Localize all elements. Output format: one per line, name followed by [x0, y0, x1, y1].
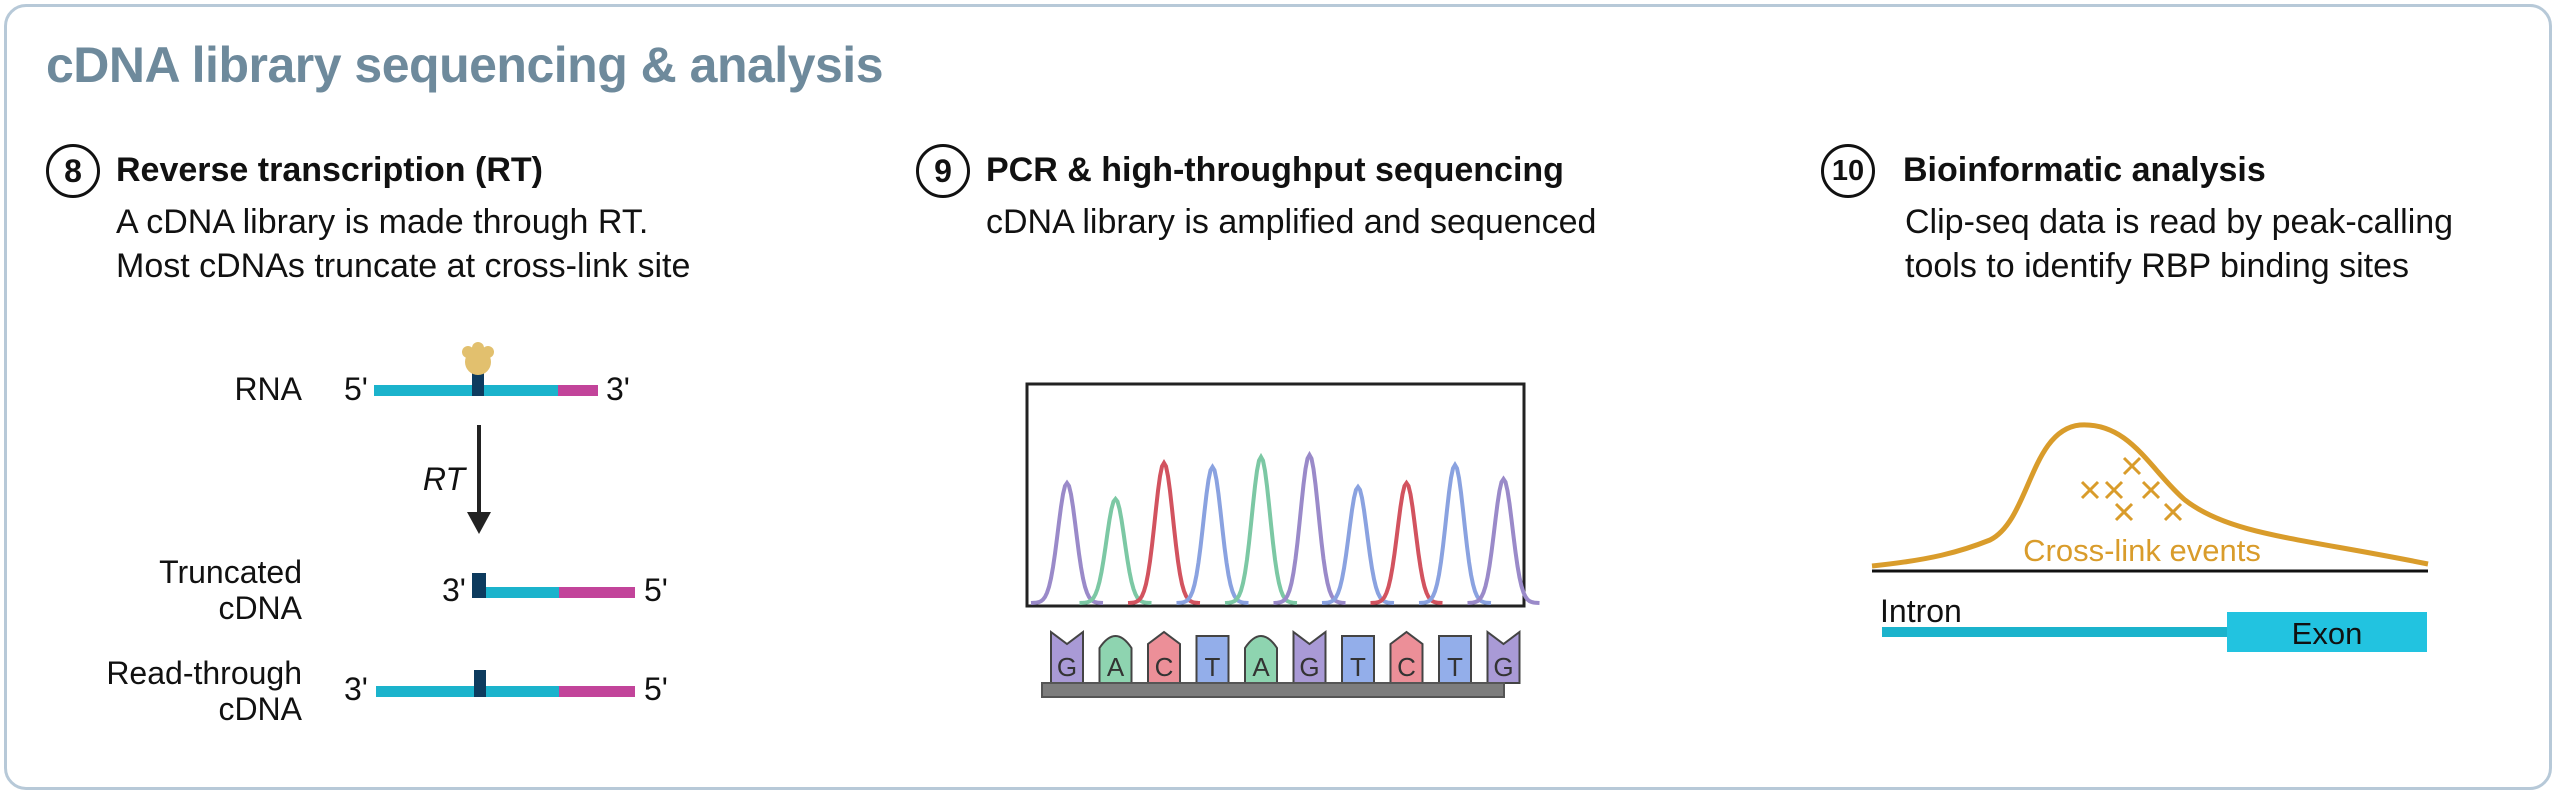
base-tag-C: C — [1389, 630, 1424, 684]
base-tag-T: T — [1438, 635, 1472, 684]
sequencing-baseline-bar — [1041, 682, 1505, 698]
step-description: Clip-seq data is read by peak-calling to… — [1905, 200, 2453, 288]
base-call-letter: C — [1155, 652, 1174, 682]
base-tag-C: C — [1147, 630, 1181, 684]
base-tag-G: G — [1486, 630, 1521, 684]
cross-link-events-label: Cross-link events — [2023, 533, 2261, 568]
readthrough-five-prime-label: 5' — [644, 671, 668, 707]
base-call-letter: G — [1299, 652, 1319, 682]
base-call-letter: G — [1493, 652, 1513, 682]
base-tag-G: G — [1050, 630, 1084, 684]
base-call-letter: C — [1397, 652, 1416, 682]
rna-three-prime-label: 3' — [606, 371, 630, 407]
base-tag-T: T — [1341, 635, 1375, 684]
step-description: cDNA library is amplified and sequenced — [986, 200, 1596, 244]
base-tag-T: T — [1195, 635, 1230, 684]
rt-diagram: RNA 5' 3' RT Truncated cDNA 3' 5' Read-t… — [106, 342, 668, 727]
truncated-label-line: cDNA — [218, 590, 302, 626]
step-title: Reverse transcription (RT) — [116, 151, 543, 189]
trace-peak-G — [1467, 475, 1540, 605]
step-number-badge: 10 — [1821, 144, 1875, 198]
intron-label: Intron — [1880, 593, 1962, 629]
cross-link-x-icon — [2163, 502, 2183, 522]
readthrough-cdna-strand — [376, 686, 559, 697]
base-call-letter: G — [1057, 652, 1077, 682]
cross-link-x-icon — [2114, 502, 2134, 522]
truncated-three-prime-label: 3' — [442, 572, 466, 608]
readthrough-crosslink-marker — [474, 670, 486, 697]
truncated-cdna-strand — [486, 587, 559, 598]
base-call-letter: T — [1205, 652, 1221, 682]
step-number-badge: 8 — [46, 144, 100, 198]
step-description-line: tools to identify RBP binding sites — [1905, 247, 2409, 285]
truncated-five-prime-label: 5' — [644, 572, 668, 608]
base-tag-A: A — [1244, 635, 1278, 684]
step-description-line: A cDNA library is made through RT. — [116, 203, 649, 241]
readthrough-cdna-exon-region — [559, 686, 635, 697]
cross-link-x-icon — [2122, 456, 2142, 476]
readthrough-three-prime-label: 3' — [344, 671, 368, 707]
chromatogram-traces — [1030, 450, 1540, 605]
step-description-line: cDNA library is amplified and sequenced — [986, 203, 1597, 241]
rna-exon-region — [558, 385, 598, 396]
base-call-letter: T — [1447, 652, 1463, 682]
intron-strand — [1882, 627, 2227, 637]
rna-five-prime-label: 5' — [344, 371, 368, 407]
step-title: PCR & high-throughput sequencing — [986, 151, 1564, 189]
base-tag-A: A — [1098, 635, 1133, 684]
analysis-diagram: Cross-link events Intron Exon — [1871, 422, 2429, 652]
cross-link-x-icon — [2104, 480, 2124, 500]
rt-label: RT — [423, 461, 468, 497]
readthrough-label-line: Read-through — [106, 655, 302, 691]
page-title: cDNA library sequencing & analysis — [46, 37, 884, 93]
rbp-icon — [462, 342, 494, 375]
exon-block — [2227, 612, 2427, 652]
step-title: Bioinformatic analysis — [1903, 151, 2266, 189]
truncated-cdna-end — [472, 573, 486, 598]
exon-label: Exon — [2292, 616, 2363, 651]
base-tag-G: G — [1292, 630, 1327, 684]
crosslink-site-marker — [472, 373, 484, 396]
truncated-cdna-exon-region — [559, 587, 635, 598]
cross-link-x-icon — [2080, 480, 2100, 500]
cross-link-x-icon — [2141, 480, 2161, 500]
rt-arrowhead-icon — [467, 512, 491, 534]
step-description-line: Clip-seq data is read by peak-calling — [1905, 203, 2454, 241]
base-call-letter: T — [1350, 652, 1366, 682]
cross-link-event-markers — [2080, 456, 2183, 522]
step-description: A cDNA library is made through RT. Most … — [116, 200, 690, 288]
base-call-letter: A — [1252, 652, 1270, 682]
step-number-badge: 9 — [916, 144, 970, 198]
binding-peak-curve — [1871, 422, 2429, 569]
readthrough-label-line: cDNA — [218, 691, 302, 727]
base-call-letter: A — [1107, 652, 1125, 682]
step-description-line: Most cDNAs truncate at cross-link site — [116, 247, 691, 285]
rna-label: RNA — [234, 371, 302, 407]
truncated-label-line: Truncated — [159, 554, 302, 590]
rna-strand — [374, 385, 558, 396]
panel-frame — [4, 4, 2552, 790]
